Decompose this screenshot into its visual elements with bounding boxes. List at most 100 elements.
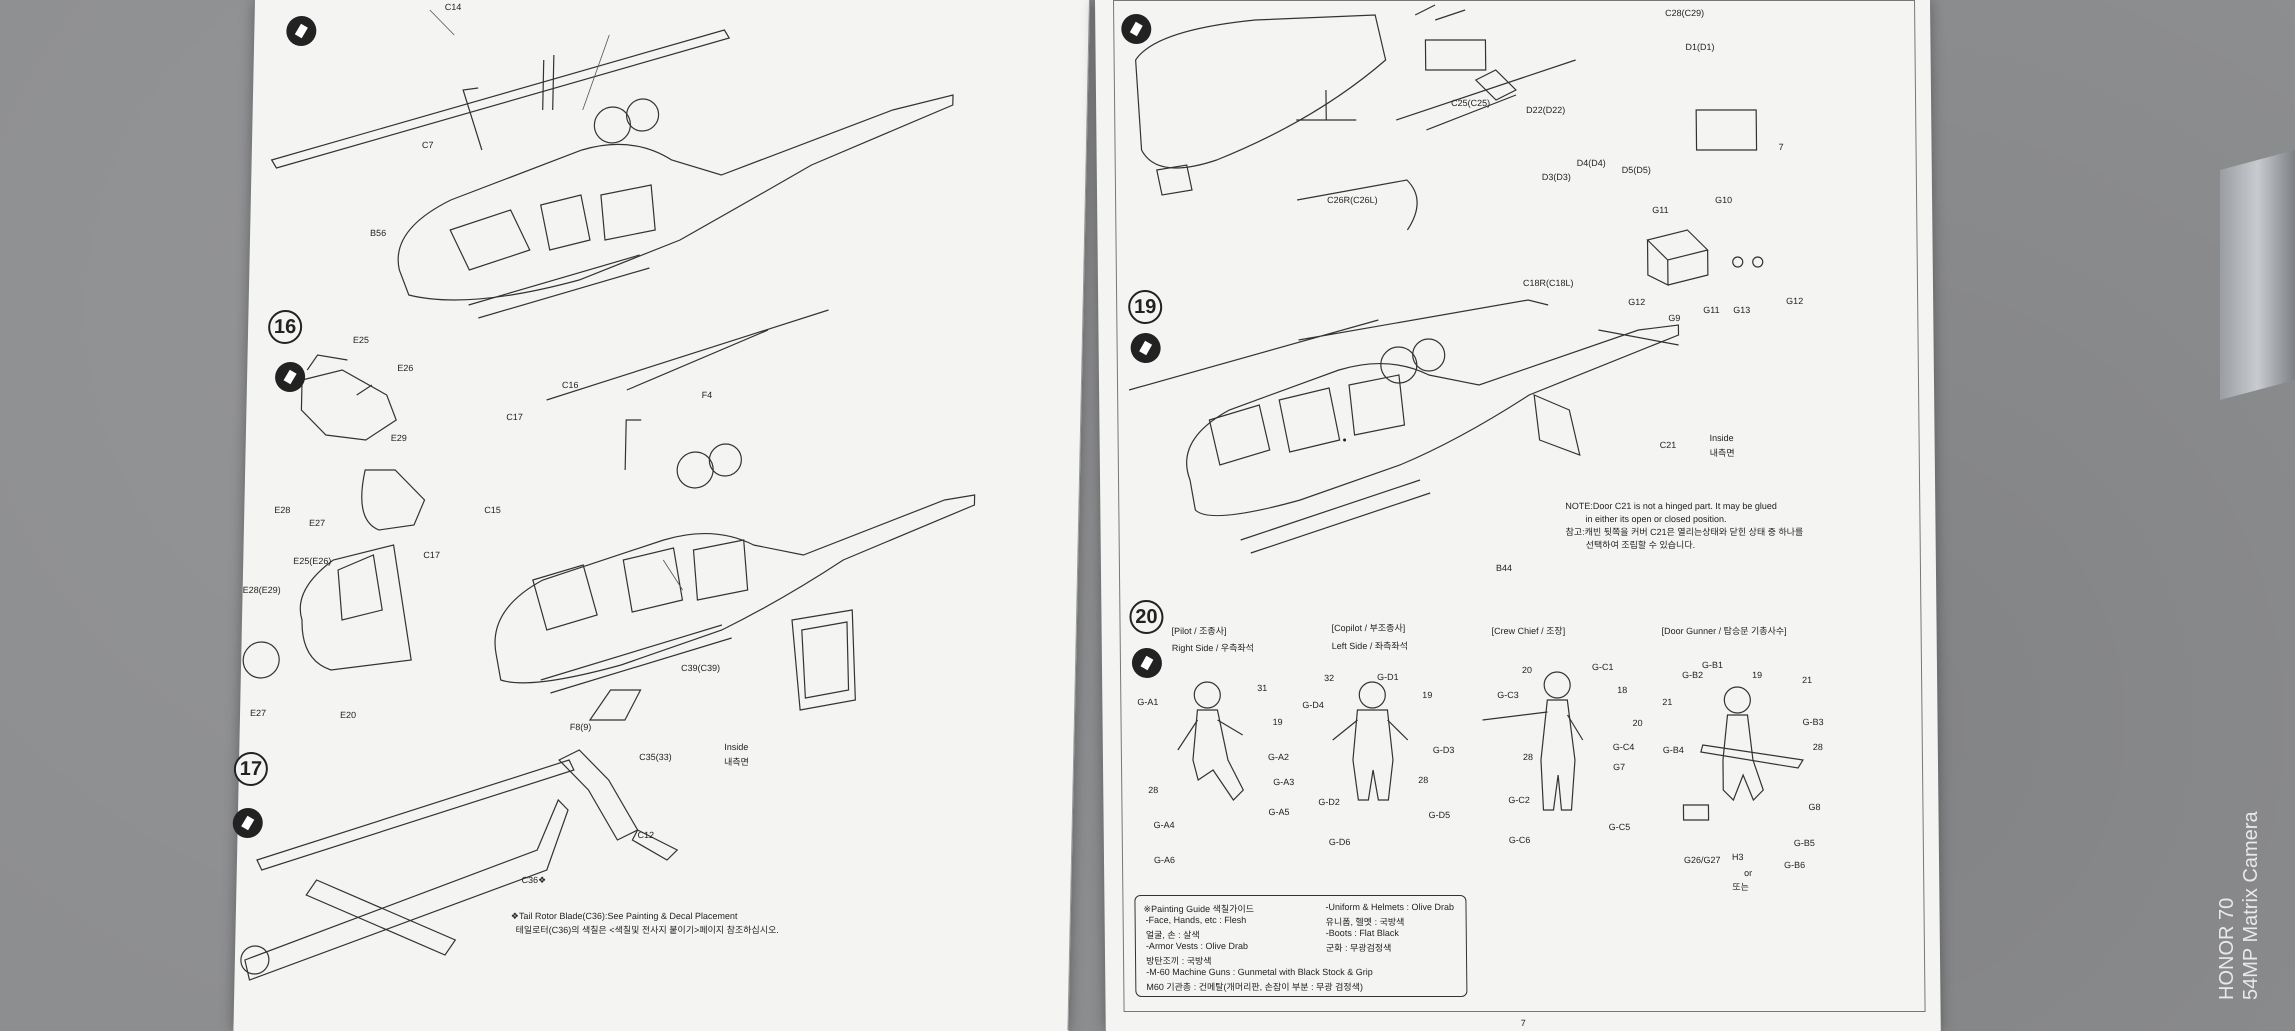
figure-part-label: G-C4 <box>1612 742 1635 752</box>
figure-part-label: G-B4 <box>1662 745 1684 755</box>
part-label: G13 <box>1733 305 1751 315</box>
figure-part-label: G-B6 <box>1784 860 1806 870</box>
figure-part-label: G-A2 <box>1267 752 1289 762</box>
figure-part-label: 또는 <box>1732 882 1749 892</box>
painting-guide-line: -M-60 Machine Guns : Gunmetal with Black… <box>1146 967 1373 977</box>
part-label: D5(D5) <box>1621 165 1651 175</box>
tail-rotor-note: ❖Tail Rotor Blade(C36):See Painting & De… <box>510 911 738 921</box>
part-label: C35(33) <box>639 752 672 762</box>
painting-guide-line: 유니폼, 헬멧 : 국방색 <box>1325 917 1405 927</box>
crew-chief-heading: [Crew Chief / 조장] <box>1491 626 1566 636</box>
figure-part-label: G-D4 <box>1302 700 1324 710</box>
part-label: C17 <box>423 550 440 560</box>
camera-watermark: HONOR 70 54MP Matrix Camera <box>2215 811 2263 1000</box>
figure-part-label: 19 <box>1422 690 1433 700</box>
part-label: Inside <box>724 742 749 752</box>
figure-part-label: 18 <box>1617 685 1628 695</box>
part-label: E28 <box>274 505 291 515</box>
figure-part-label: or <box>1744 868 1753 878</box>
part-label: C17 <box>506 412 523 422</box>
glue-icon <box>1131 648 1163 678</box>
figure-part-label: G-B5 <box>1793 838 1815 848</box>
glue-icon <box>232 808 264 838</box>
part-label: G9 <box>1668 313 1681 323</box>
part-label: E26 <box>397 363 414 373</box>
painting-guide-line: 군화 : 무광검정색 <box>1325 943 1392 953</box>
figure-part-label: G-C1 <box>1591 662 1614 672</box>
figure-part-label: G-D1 <box>1377 672 1399 682</box>
painting-guide-line: -Armor Vests : Olive Drab <box>1145 941 1248 951</box>
glue-icon <box>1130 333 1161 363</box>
helicopter-drawings-left <box>240 9 976 981</box>
glue-icon <box>274 362 306 392</box>
copilot-heading: [Copilot / 부조종사] <box>1331 623 1406 633</box>
helicopter-drawings-right <box>1128 4 1804 821</box>
part-label: 내측면 <box>1709 448 1735 458</box>
part-label: C7 <box>421 140 434 150</box>
part-label: D22(D22) <box>1526 105 1566 115</box>
part-label: G11 <box>1703 305 1720 315</box>
part-label: D4(D4) <box>1576 158 1606 168</box>
tail-rotor-note-kr: 테일로터(C36)의 색칠은 <색칠및 전사지 붙이기>페이지 참조하십시오. <box>515 925 779 935</box>
painting-guide-box: ※Painting Guide 색칠가이드 -Face, Hands, etc … <box>1134 895 1468 997</box>
part-label: C14 <box>444 2 462 12</box>
figure-part-label: G-B2 <box>1682 670 1704 680</box>
part-label: C25(C25) <box>1451 98 1491 108</box>
glue-icon <box>1121 14 1152 44</box>
part-label: E27 <box>308 518 326 528</box>
painting-guide-line: M60 기관총 : 건메탈(개머리판, 손잡이 부분 : 무광 검정색) <box>1146 982 1363 992</box>
part-label: C26R(C26L) <box>1327 195 1378 205</box>
page-number: 7 <box>1520 1018 1526 1028</box>
part-label: B56 <box>370 228 387 238</box>
figure-part-label: G-C3 <box>1497 690 1519 700</box>
figure-part-label: G-A6 <box>1153 855 1176 865</box>
figure-part-label: 28 <box>1522 752 1533 762</box>
part-label: C39(C39) <box>680 663 721 673</box>
instruction-page-right: 19 20 C28(C29) D1(D1) C25(C25) D22(D22) … <box>1095 0 1941 1031</box>
glue-icon <box>286 16 317 46</box>
part-label: Inside <box>1709 433 1734 443</box>
door-gunner-heading: [Door Gunner / 탑승문 기총사수] <box>1661 626 1787 636</box>
figure-part-label: G-A4 <box>1153 820 1175 830</box>
part-label: E20 <box>339 710 357 720</box>
painting-guide-line: 얼굴, 손 : 살색 <box>1145 930 1200 940</box>
painting-guide-title: ※Painting Guide 색칠가이드 <box>1143 904 1255 914</box>
pilot-side: Right Side / 우측좌석 <box>1171 643 1254 653</box>
figure-part-label: 28 <box>1148 785 1159 795</box>
painting-guide-line: -Face, Hands, etc : Flesh <box>1145 915 1247 925</box>
part-label: C12 <box>637 830 655 840</box>
camera-watermark-line: HONOR 70 <box>2216 897 2238 1000</box>
step-20-number: 20 <box>1129 600 1164 634</box>
painting-guide-line: 방탄조끼 : 국방색 <box>1146 956 1212 966</box>
figure-part-label: G7 <box>1612 762 1626 772</box>
part-label: E29 <box>390 433 407 443</box>
part-label: C18R(C18L) <box>1522 278 1574 288</box>
figure-part-label: G-A1 <box>1137 697 1159 707</box>
figure-part-label: 32 <box>1324 673 1335 683</box>
part-label: E28(E29) <box>242 585 281 595</box>
figure-part-label: G-D6 <box>1328 837 1351 847</box>
instruction-page-left: 16 17 C14 C7 B56 E25 E26 E29 E28 E27 E25… <box>232 0 1091 1031</box>
part-label: D3(D3) <box>1541 172 1571 182</box>
figure-part-label: G-D5 <box>1428 810 1451 820</box>
part-label: 내측면 <box>723 757 749 767</box>
part-label: D1(D1) <box>1685 42 1715 52</box>
note-text-kr: 참고:캐빈 뒷쪽을 커버 C21은 열리는상태와 닫힌 상태 중 하나를 <box>1565 527 1804 537</box>
part-label: G11 <box>1652 205 1669 215</box>
step-19-number: 19 <box>1128 290 1163 324</box>
figure-part-label: G-A3 <box>1273 777 1295 787</box>
figure-part-label: G-D3 <box>1432 745 1455 755</box>
figure-part-label: G-B3 <box>1802 717 1824 727</box>
part-label: C15 <box>484 505 501 515</box>
figure-part-label: 20 <box>1632 718 1643 728</box>
figure-part-label: 31 <box>1257 683 1268 693</box>
part-label: C21 <box>1659 440 1677 450</box>
note-text: in either its open or closed position. <box>1585 514 1727 524</box>
figure-part-label: G8 <box>1808 802 1821 812</box>
figure-part-label: 20 <box>1521 665 1533 675</box>
copilot-side: Left Side / 좌측좌석 <box>1331 641 1408 651</box>
pilot-heading: [Pilot / 조종사] <box>1171 626 1227 636</box>
figure-part-label: H3 <box>1731 852 1744 862</box>
figure-part-label: G-D2 <box>1318 797 1340 807</box>
figure-part-label: G-C5 <box>1608 822 1631 832</box>
